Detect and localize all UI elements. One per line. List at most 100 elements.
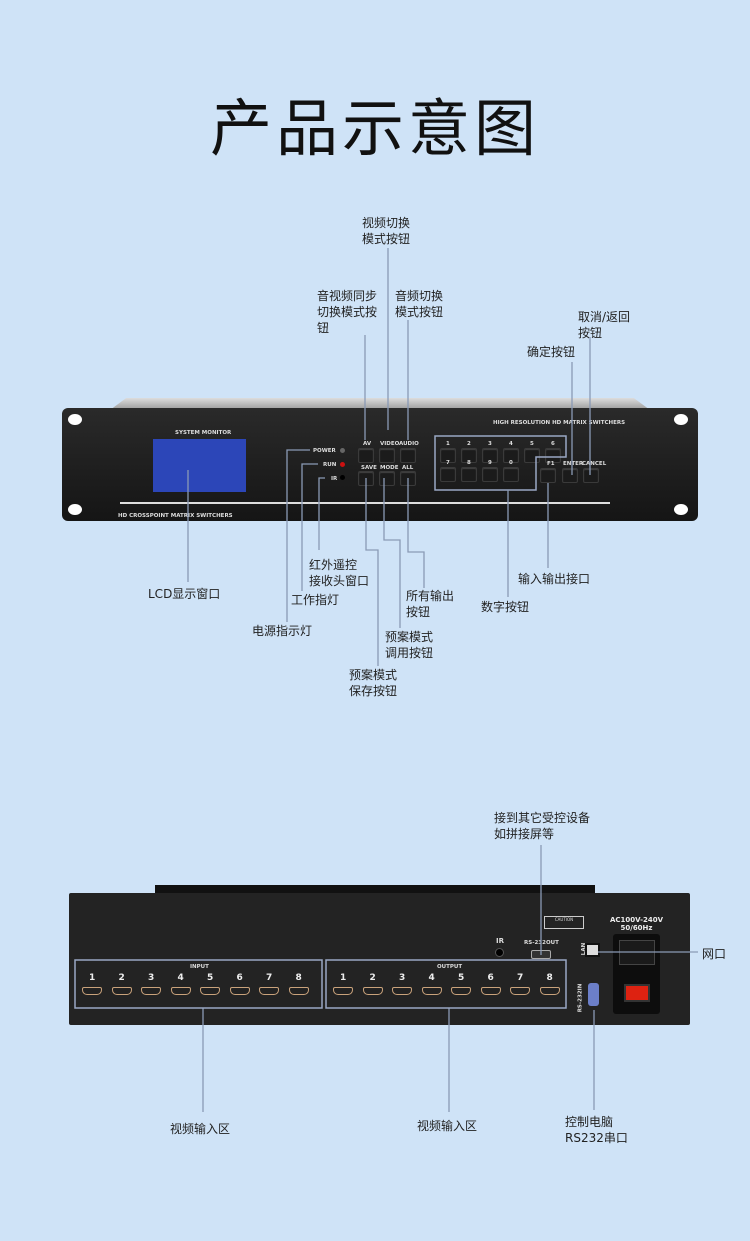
power-label: POWER [313,448,336,454]
input-port-number: 4 [177,973,184,983]
ir-port-label: IR [496,937,504,945]
digit-label: 7 [446,460,450,466]
input-port-number: 1 [89,973,96,983]
callout-enter: 确定按钮 [527,345,576,359]
output-port-number: 6 [487,973,494,983]
ir-port[interactable] [495,948,504,957]
input-port-number: 8 [295,973,302,983]
output-hdmi-port[interactable] [421,987,442,995]
f1-label: F1 [547,461,555,467]
output-hdmi-port[interactable] [392,987,412,995]
output-hdmi-port[interactable] [362,987,383,995]
video-button[interactable] [379,448,395,463]
callout-all: 所有输出 按钮 [406,589,455,619]
output-hdmi-port[interactable] [510,987,530,995]
input-port-number: 6 [236,973,243,983]
save-button[interactable] [358,471,374,486]
callout-lcd: LCD显示窗口 [148,587,221,601]
enter-label: ENTER [563,461,584,467]
callout-save: 预案模式 保存按钮 [349,668,398,698]
input-hdmi-port[interactable] [259,987,279,995]
callout-rs232in: 控制电脑 RS232串口 [565,1115,628,1145]
callout-cancel: 取消/返回 按钮 [578,310,631,340]
digit-label: 0 [509,460,513,466]
mount-hole [674,504,688,515]
audio-label: AUDIO [399,441,419,447]
output-hdmi-port[interactable] [451,987,471,995]
mode-button[interactable] [379,471,395,486]
input-hdmi-port[interactable] [141,987,161,995]
output-label: OUTPUT [437,964,463,970]
input-hdmi-port[interactable] [229,987,250,995]
run-led [340,462,345,467]
all-button[interactable] [400,471,416,486]
output-port-number: 1 [340,973,347,983]
output-hdmi-port[interactable] [539,987,560,995]
input-hdmi-port[interactable] [111,987,132,995]
output-hdmi-port[interactable] [333,987,353,995]
callout-power: 电源指示灯 [252,624,313,638]
digit-label: 9 [488,460,492,466]
input-hdmi-port[interactable] [170,987,191,995]
ir-window [340,475,345,480]
callout-mode: 预案模式 调用按钮 [385,630,434,660]
run-label: RUN [323,462,337,468]
callout-lan: 网口 [702,947,727,961]
input-port-number: 5 [207,973,214,983]
video-label: VIDEO [380,441,400,447]
power-led [340,448,345,453]
output-port-number: 4 [428,973,435,983]
rs232in-label: RS-232IN [577,983,584,1013]
rs232out-port[interactable] [531,950,551,959]
audio-button[interactable] [400,448,416,463]
cancel-label: CANCEL [582,461,607,467]
output-port-number: 3 [399,973,406,983]
callout-av-mode: 音视频同步 切换模式按 钮 [317,289,378,335]
digit-button-8[interactable] [461,467,477,482]
callout-audio-mode: 音频切换 模式按钮 [395,289,444,319]
callout-rs232out: 接到其它受控设备 如拼接屏等 [494,811,591,841]
digit-label: 3 [488,441,492,447]
power-socket[interactable] [619,940,655,965]
digit-button-7[interactable] [440,467,456,482]
callout-output: 视频输入区 [417,1119,478,1133]
caution-sticker: CAUTION [544,916,584,929]
digit-label: 6 [551,441,555,447]
brand-top: HIGH RESOLUTION HD MATRIX SWITCHERS [493,420,626,426]
brand-bottom: HD CROSSPOINT MATRIX SWITCHERS [118,513,233,519]
digit-label: 2 [467,441,471,447]
lcd-display [153,439,246,492]
power-spec: AC100V-240V 50/60Hz [610,916,664,932]
mount-hole [68,504,82,515]
rs232in-port[interactable] [588,983,599,1006]
av-button[interactable] [358,448,374,463]
enter-button[interactable] [562,468,578,483]
callout-video-mode: 视频切换 模式按钮 [362,216,411,246]
digit-label: 8 [467,460,471,466]
input-hdmi-port[interactable] [82,987,102,995]
output-hdmi-port[interactable] [480,987,501,995]
input-hdmi-port[interactable] [200,987,220,995]
f1-button[interactable] [540,468,556,483]
output-port-number: 8 [546,973,553,983]
lan-port[interactable] [585,943,600,957]
power-switch[interactable] [624,984,650,1002]
rs232out-label: RS-232OUT [524,940,559,946]
mount-hole [68,414,82,425]
cancel-button[interactable] [583,468,599,483]
digit-label: 4 [509,441,513,447]
digit-button-5[interactable] [524,448,540,463]
digit-label: 5 [530,441,534,447]
page-title: 产品示意图 [209,92,540,165]
output-port-number: 2 [369,973,376,983]
callout-digits: 数字按钮 [481,600,530,614]
divider [120,502,610,504]
ir-label: IR [331,476,338,482]
input-label: INPUT [190,964,209,970]
input-hdmi-port[interactable] [288,987,309,995]
callout-f1: 输入输出接口 [518,572,591,586]
input-port-number: 3 [148,973,155,983]
digit-button-0[interactable] [503,467,519,482]
digit-button-9[interactable] [482,467,498,482]
